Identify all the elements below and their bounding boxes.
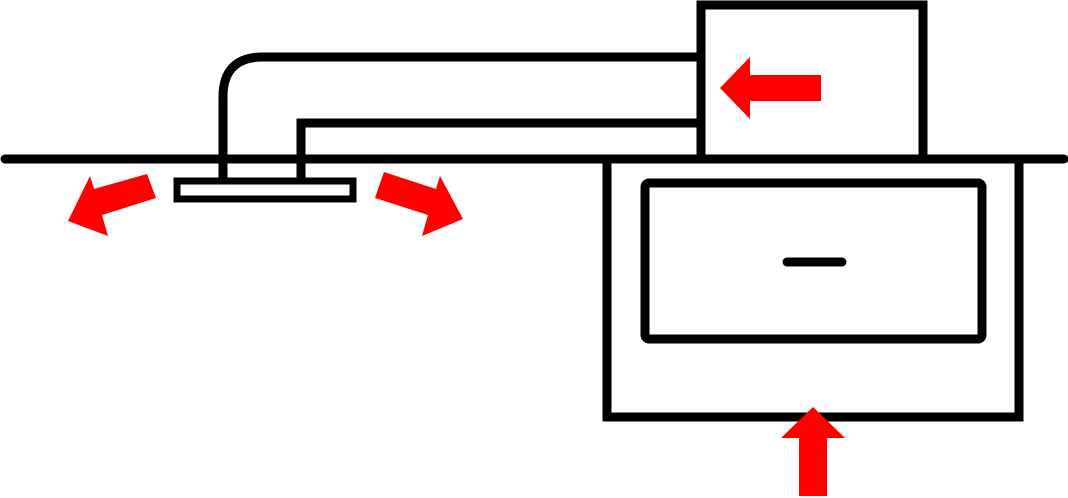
ceiling-diffuser bbox=[173, 177, 357, 203]
arrow-left-icon bbox=[720, 57, 821, 119]
duct-outer-wall bbox=[218, 52, 706, 185]
arrow-up-icon bbox=[781, 407, 845, 496]
inner-panel bbox=[640, 178, 987, 344]
arrow-down-right-icon bbox=[375, 172, 463, 236]
arrow-down-left-icon bbox=[68, 174, 156, 236]
